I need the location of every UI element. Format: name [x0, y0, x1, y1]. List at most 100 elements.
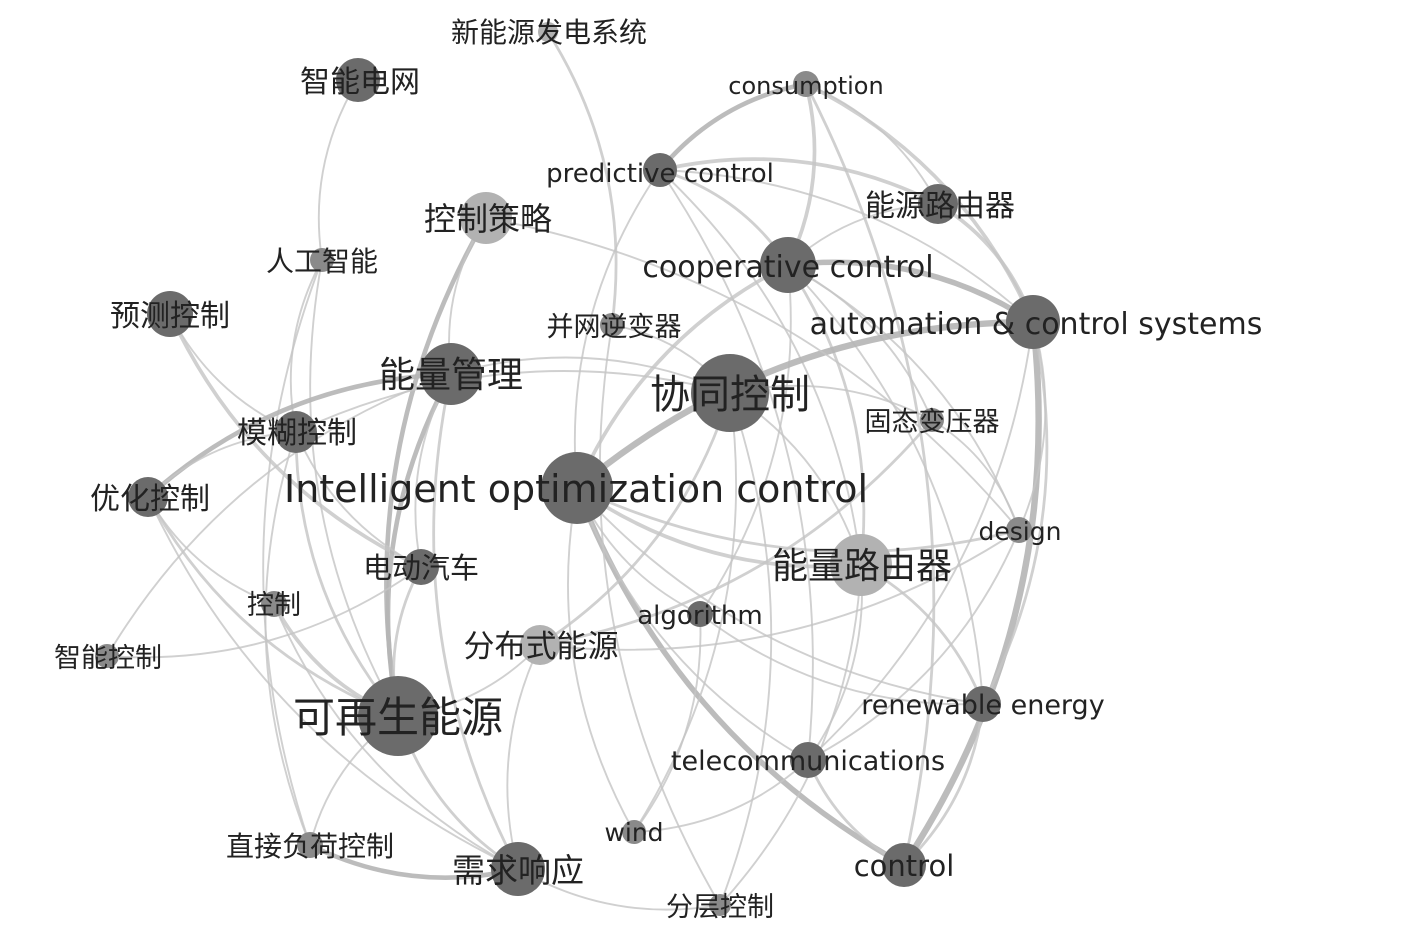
edge-youhua-xuqiu [147, 496, 519, 870]
node-label-fenbushi: 分布式能源 [464, 629, 619, 665]
node-zhinengdianwang: 智能电网 [300, 58, 420, 102]
edge-intelligent-telecom [576, 487, 809, 761]
node-label-automation: automation & control systems [810, 307, 1263, 342]
node-circle-xietong [691, 354, 769, 432]
node-label-algorithm: algorithm [637, 601, 762, 631]
edge-xietong-fenceng [719, 392, 773, 906]
node-xuqiu: 需求响应 [452, 842, 584, 896]
node-control: control [854, 843, 954, 887]
node-label-predictive: predictive control [546, 159, 774, 189]
edge-youhua-kezaisheng [146, 495, 400, 718]
node-label-rengongzhineng: 人工智能 [266, 245, 378, 278]
node-circle-kongzhicelue [460, 192, 512, 244]
node-label-gutai: 固态变压器 [865, 407, 1000, 438]
edge-xietong-wind [633, 392, 738, 833]
node-label-zhijie: 直接负荷控制 [226, 830, 394, 863]
node-fenceng: 分层控制 [666, 892, 774, 923]
edge-cooperative-algorithm [699, 264, 792, 615]
node-mohu: 模糊控制 [237, 411, 357, 453]
node-diandong: 电动汽车 [363, 549, 479, 585]
edge-cooperative-intelligent [575, 263, 790, 490]
node-circle-cooperative [760, 237, 816, 293]
node-circle-bingwang [600, 313, 624, 337]
node-circle-zhinengdianwang [336, 58, 380, 102]
edge-cooperative-automation [785, 259, 1036, 325]
node-yuce: 预测控制 [110, 291, 230, 337]
node-label-xuqiu: 需求响应 [452, 851, 584, 890]
node-circle-wind [622, 820, 646, 844]
edge-nengliangguanli-kezaisheng [385, 371, 454, 719]
node-label-yuce: 预测控制 [110, 299, 230, 334]
edge-design-fenbushi [539, 529, 1020, 651]
edge-renewable-control [902, 702, 985, 867]
edge-yuce-diandong [168, 312, 423, 569]
edge-predictive-nengyuanluyouqi [658, 157, 940, 206]
node-circle-telecom [790, 742, 826, 778]
node-circle-zhinengkongzhi [95, 644, 119, 668]
edge-consumption-nengyuanluyouqi [805, 83, 939, 205]
node-label-wind: wind [604, 818, 663, 847]
edge-predictive-intelligent [573, 169, 661, 489]
node-label-telecom: telecommunications [671, 746, 945, 777]
node-circle-control [882, 843, 926, 887]
node-circle-yuce [147, 291, 193, 337]
node-circle-diandong [403, 549, 439, 585]
node-youhua: 优化控制 [90, 477, 210, 517]
node-circle-nengyuanluyouqi [918, 184, 958, 224]
node-zhijie: 直接负荷控制 [226, 830, 394, 863]
node-label-fenceng: 分层控制 [666, 892, 774, 923]
node-circle-automation [1006, 295, 1060, 349]
node-circle-design [1006, 517, 1032, 543]
edge-predictive-telecom [659, 169, 814, 761]
edge-renewable-algorithm [699, 613, 984, 706]
edge-fenbushi-gutai [538, 418, 934, 647]
edge-consumption-predictive [657, 81, 809, 173]
node-circle-consumption [793, 71, 819, 97]
node-label-nengyuanluyouqi: 能源路由器 [865, 189, 1015, 224]
node-kongzhicelue: 控制策略 [424, 192, 552, 244]
node-circle-xuqiu [491, 842, 545, 896]
node-circle-mohu [275, 411, 317, 453]
node-intelligent: Intelligent optimization control [284, 452, 868, 524]
edge-cooperative-renewable [787, 264, 984, 705]
edge-design-telecom [807, 529, 1020, 761]
node-nengliangluyouqi: 能量路由器 [772, 534, 952, 596]
node-label-bingwang: 并网逆变器 [547, 312, 682, 343]
edge-diandong-zhinengkongzhi [106, 566, 422, 659]
node-nengyuanluyouqi: 能源路由器 [865, 184, 1015, 224]
edge-intelligent-design [575, 486, 1021, 553]
edge-xietong-fenbushi [538, 391, 732, 647]
edge-nengliangguanli-zhinengkongzhi [106, 373, 452, 657]
node-circle-fenbushi [520, 625, 560, 665]
node-label-xietong: 协同控制 [650, 372, 810, 418]
node-xietong: 协同控制 [650, 354, 810, 432]
node-label-diandong: 电动汽车 [363, 551, 479, 585]
node-circle-gutai [920, 408, 944, 432]
node-fenbushi: 分布式能源 [464, 625, 619, 665]
node-label-mohu: 模糊控制 [237, 416, 357, 451]
node-label-kongzhicelue: 控制策略 [424, 200, 552, 238]
node-bingwang: 并网逆变器 [547, 312, 682, 343]
node-circle-intelligent [541, 452, 613, 524]
edge-kongzhicelue-design [485, 217, 1020, 531]
edge-intelligent-wind [567, 487, 635, 833]
edge-zhinengdianwang-rengongzhineng [317, 79, 359, 261]
node-label-xinnengyuan: 新能源发电系统 [451, 16, 647, 49]
node-label-consumption: consumption [728, 72, 883, 100]
node-circle-renewable [965, 686, 1001, 722]
node-circle-zhijie [297, 832, 323, 858]
node-algorithm: algorithm [637, 601, 763, 631]
edge-rengongzhineng-zhijie [262, 259, 323, 846]
edge-intelligent-renewable [576, 487, 984, 705]
node-circle-rengongzhineng [310, 248, 334, 272]
node-telecom: telecommunications [671, 742, 945, 778]
node-gutai: 固态变压器 [865, 407, 1000, 438]
edge-xuqiu-fenbushi [506, 644, 541, 870]
edge-cooperative-nengliangluyouqi [786, 263, 866, 567]
edge-automation-renewable [981, 320, 1049, 706]
node-circle-predictive [643, 153, 677, 187]
edge-xinnengyuan-bingwang [546, 30, 618, 327]
node-zhinengkongzhi: 智能控制 [54, 643, 162, 674]
